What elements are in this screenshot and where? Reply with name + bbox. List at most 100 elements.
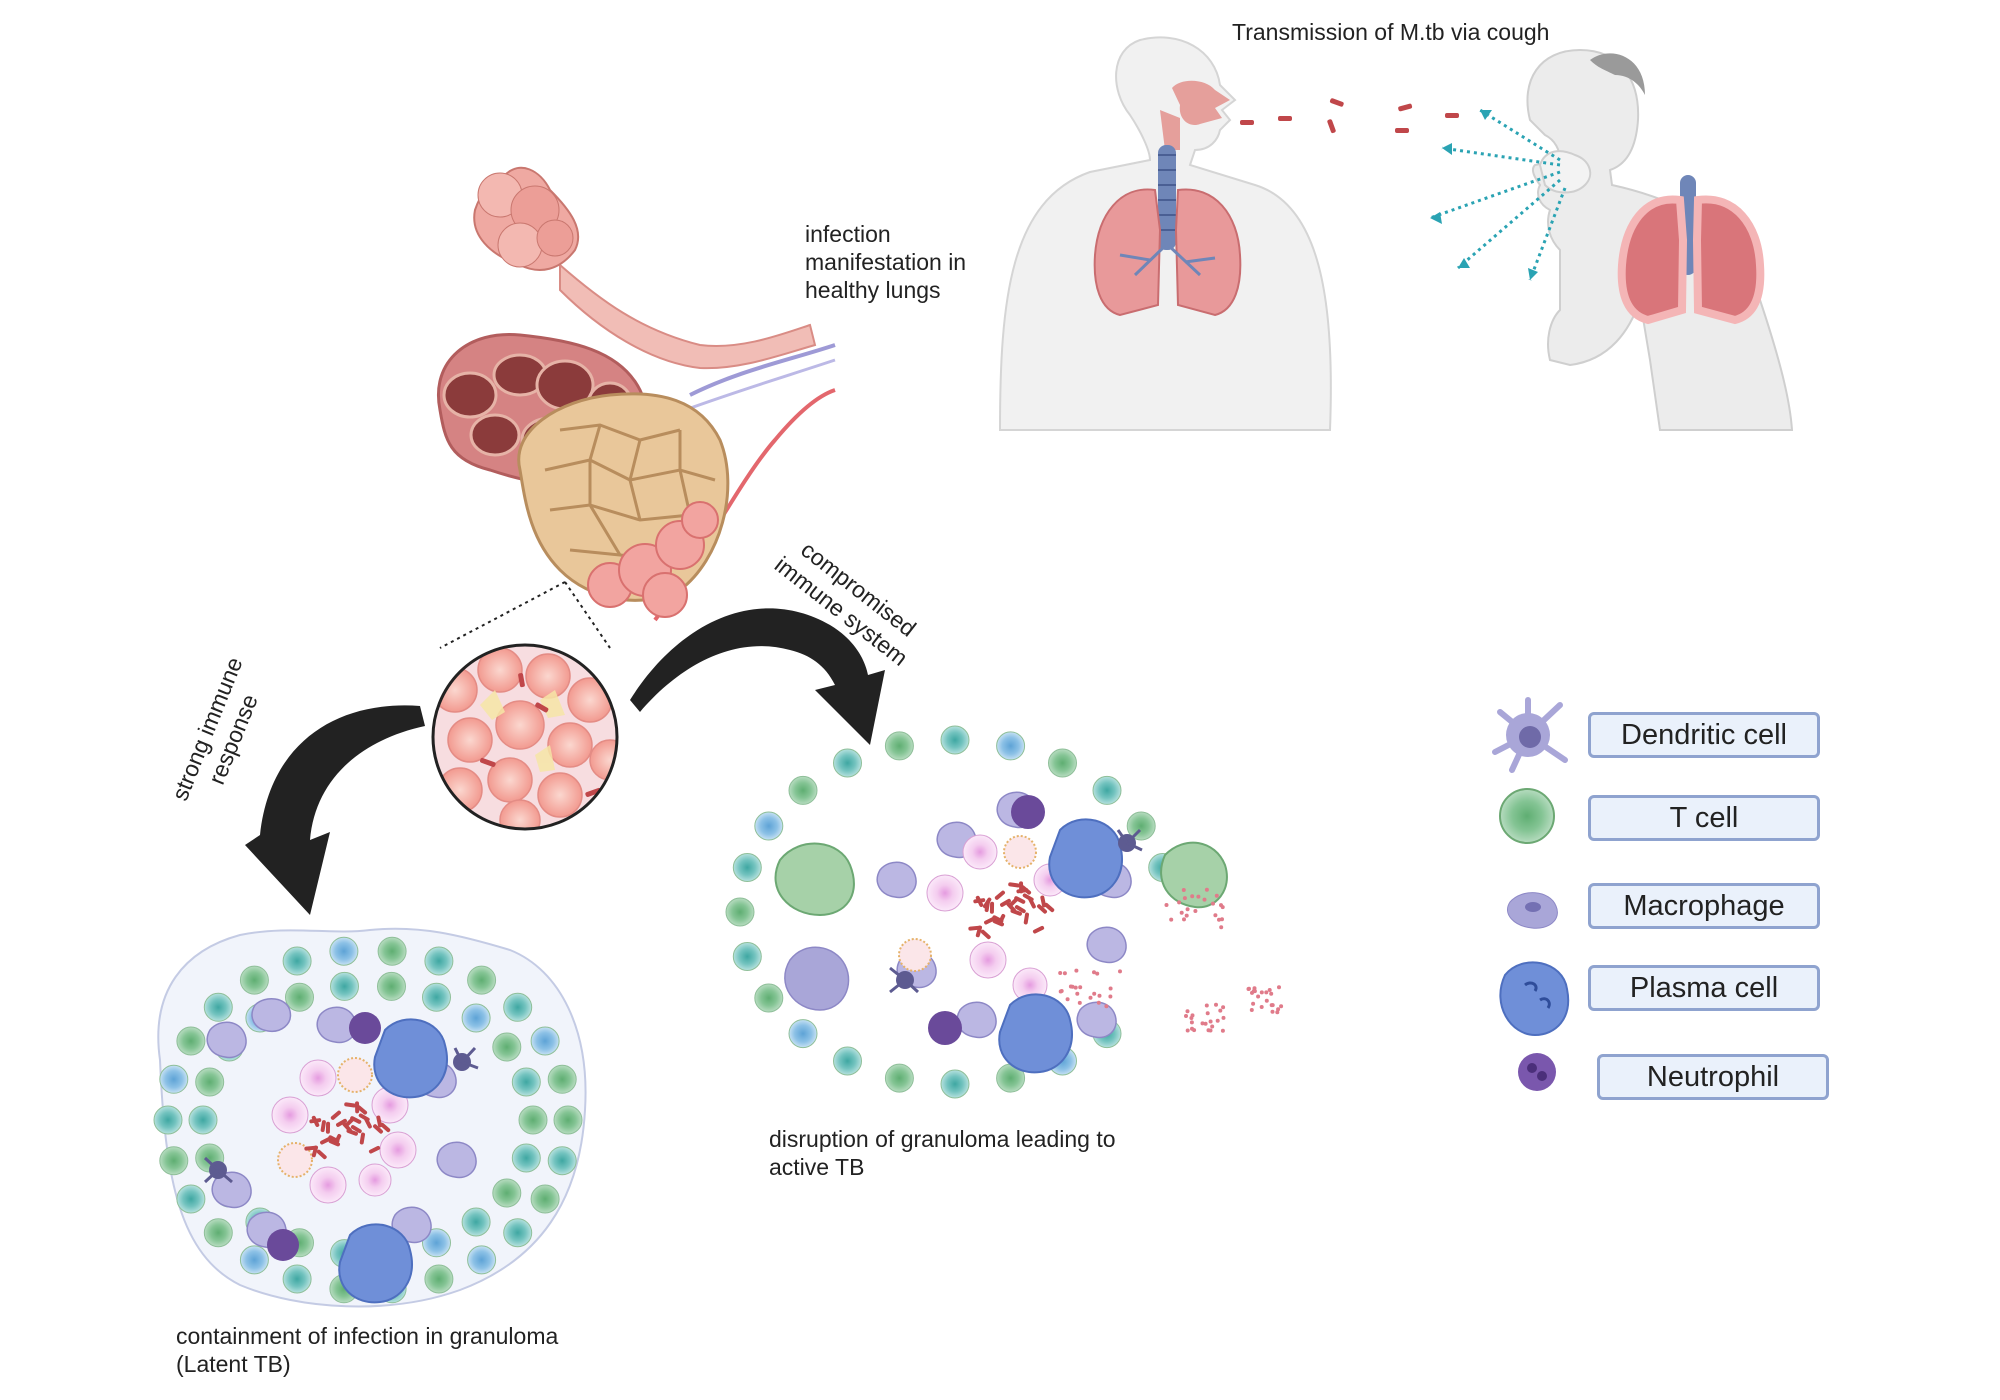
t-cell: [754, 811, 784, 841]
spreading-bacteria-dot: [1269, 991, 1274, 996]
legend-dendritic-cell: Dendritic cell: [1588, 712, 1820, 758]
t-cell: [996, 731, 1026, 761]
active-granuloma: [725, 725, 1284, 1099]
spreading-bacteria-dot: [1058, 971, 1063, 975]
dendritic-cell-icon: [1492, 697, 1568, 773]
mtb-bacterium: [320, 1136, 332, 1145]
t-cell: [377, 936, 407, 966]
t-cell: [530, 1184, 560, 1214]
mtb-bacterium: [994, 890, 1005, 900]
mtb-bacterium: [325, 1121, 331, 1134]
spreading-bacteria-dot: [1179, 910, 1184, 915]
mtb-bacterium: [1008, 882, 1021, 888]
spreading-bacteria-dot: [1205, 1011, 1210, 1016]
spreading-bacteria-dot: [1270, 1003, 1275, 1008]
spreading-bacteria-dot: [1221, 1015, 1226, 1020]
t-cell: [547, 1146, 577, 1176]
t-cell: [176, 1026, 206, 1056]
spreading-bacteria-dot: [1182, 917, 1186, 922]
t-cell: [884, 1063, 914, 1093]
t-cell: [239, 965, 269, 995]
spreading-bacteria-dot: [1218, 1008, 1223, 1013]
spreading-bacteria-dot: [1247, 986, 1251, 991]
infection-label-line-3: healthy lungs: [805, 277, 941, 303]
spreading-bacteria-dot: [1096, 1000, 1101, 1005]
spreading-bacteria-dot: [1208, 1028, 1213, 1033]
mtb-bacterium: [320, 1120, 326, 1133]
spreading-bacteria-dot: [1104, 1004, 1109, 1009]
t-cell: [461, 1003, 491, 1033]
spreading-bacteria-dot: [1092, 991, 1097, 996]
spreading-bacteria-dot: [1108, 986, 1113, 991]
t-cell: [176, 1184, 206, 1214]
t-cell-icon: [1499, 788, 1555, 844]
spreading-bacteria-dot: [1213, 913, 1218, 918]
transmission-title: Transmission of M.tb via cough: [1232, 19, 1550, 45]
mtb-bacterium: [350, 1125, 362, 1134]
latent-tb-caption: containment of infection in granuloma (L…: [176, 1322, 558, 1378]
t-cell: [884, 731, 914, 761]
spreading-bacteria-dot: [1214, 893, 1219, 898]
mtb-bacterium: [992, 919, 1005, 927]
spreading-bacteria-dot: [1277, 985, 1281, 990]
spreading-bacteria-dot: [1220, 1028, 1225, 1033]
t-cell: [424, 1264, 454, 1294]
spreading-bacteria-dot: [1184, 1014, 1188, 1018]
t-cell: [492, 1178, 522, 1208]
spreading-bacteria-dot: [1200, 1021, 1205, 1026]
mtb-bacterium: [1044, 902, 1055, 913]
spreading-bacteria-dot: [1088, 995, 1093, 1000]
arrow-compromised-immune-system: [630, 608, 885, 745]
spreading-bacteria-dot: [1108, 994, 1113, 999]
spreading-bacteria-dot: [1192, 1028, 1197, 1033]
spreading-bacteria-dot: [1078, 985, 1083, 990]
t-cell: [239, 1245, 269, 1275]
latent-granuloma: [153, 927, 587, 1308]
mtb-bacterium: [373, 1124, 383, 1134]
t-cell: [732, 853, 762, 882]
spreading-bacteria-dot: [1251, 1001, 1256, 1006]
spreading-bacteria-dot: [1251, 989, 1256, 994]
t-cell: [788, 775, 818, 805]
spreading-bacteria-dot: [1264, 998, 1269, 1003]
mtb-bacterium: [989, 901, 995, 914]
t-cell: [203, 1218, 233, 1248]
spreading-bacteria-dot: [1267, 988, 1272, 992]
coughing-person-figure: [1526, 48, 1794, 431]
t-cell: [159, 1064, 189, 1094]
cough-spray-lines: [1429, 108, 1567, 281]
mtb-bacterium: [316, 1149, 327, 1160]
mtb-bacterium: [368, 1145, 381, 1154]
spreading-bacteria-dot: [1097, 993, 1102, 998]
mtb-bacterium: [980, 929, 991, 940]
t-cell: [732, 942, 762, 971]
mtb-bacterium: [328, 1139, 341, 1147]
t-cell: [422, 1228, 451, 1258]
spreading-bacteria-dot: [1279, 1004, 1284, 1009]
spreading-bacteria-dot: [1169, 917, 1174, 922]
healthy-person-figure: [998, 36, 1332, 431]
spreading-bacteria-dot: [1190, 894, 1195, 899]
mtb-bacterium: [304, 1145, 317, 1151]
mtb-bacterium: [311, 1145, 319, 1158]
t-cell: [725, 897, 755, 927]
spreading-bacteria-dot: [1217, 917, 1221, 922]
t-cell: [518, 1105, 548, 1135]
t-cell: [1126, 811, 1156, 841]
spreading-bacteria-dot: [1092, 970, 1096, 975]
legend-macrophage: Macrophage: [1588, 883, 1820, 929]
spreading-bacteria-dot: [1264, 990, 1269, 995]
t-cell: [153, 1105, 183, 1135]
t-cell: [1048, 748, 1077, 778]
spreading-bacteria-dot: [1185, 1028, 1190, 1033]
spreading-bacteria-dot: [1074, 968, 1079, 973]
mtb-bacterium: [1006, 902, 1016, 913]
infection-label-line-1: infection: [805, 221, 891, 247]
t-cell: [503, 992, 533, 1022]
spreading-bacteria-dot: [1184, 913, 1189, 918]
spreading-bacteria-dot: [1095, 971, 1100, 976]
latent-caption-line-1: containment of infection in granuloma: [176, 1323, 559, 1349]
t-cell: [833, 1046, 862, 1076]
spreading-bacteria-dot: [1164, 903, 1169, 907]
